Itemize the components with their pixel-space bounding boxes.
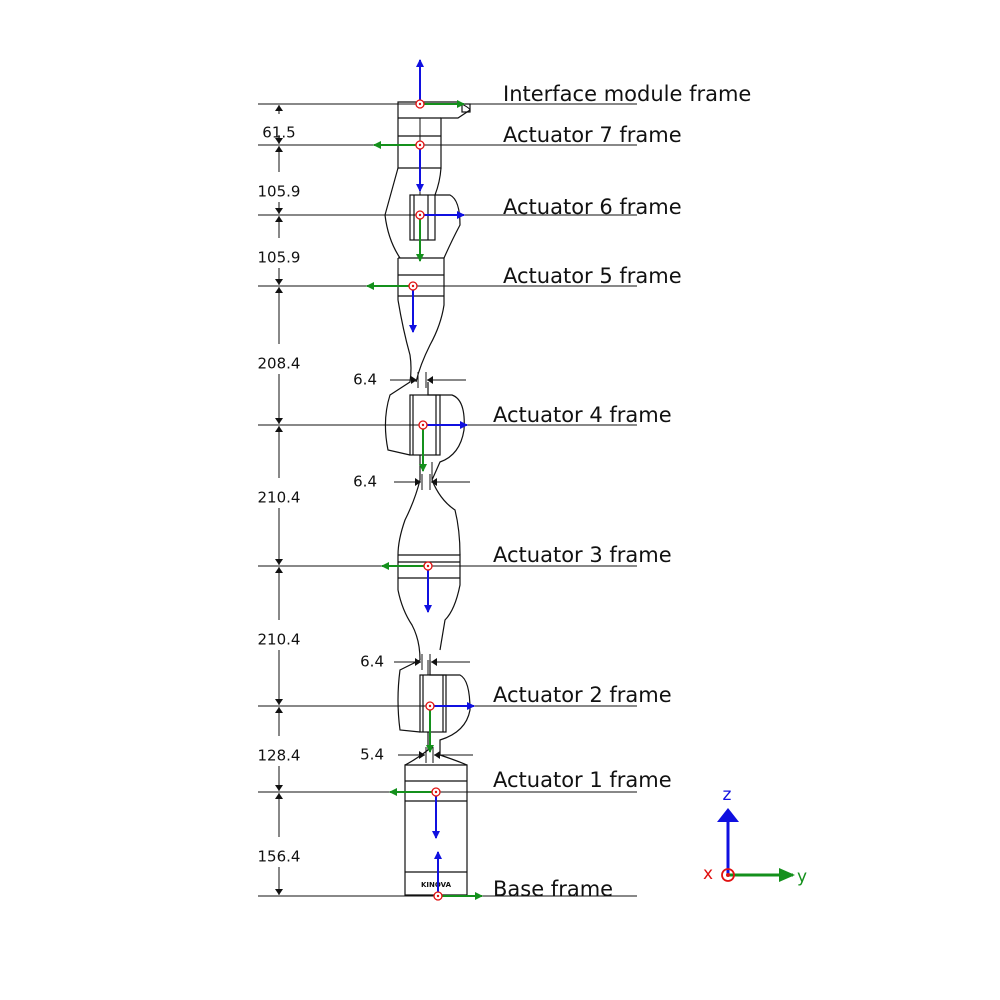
axis-legend: z x y [703,785,807,887]
height-value: 208.4 [258,355,301,373]
frame-label: Actuator 4 frame [493,403,672,427]
frame-label: Actuator 3 frame [493,543,672,567]
height-dimension: 156.4 [258,793,301,895]
actuator-2-housing [419,674,447,733]
offset-dimension: 5.4 [360,746,473,764]
frame-label: Base frame [493,877,613,901]
height-value: 105.9 [258,249,301,267]
height-dimension: 105.9 [258,216,301,285]
height-value: 128.4 [258,747,301,765]
link-4-3-right [431,479,461,556]
frame-3: Actuator 6 frame [258,195,682,262]
robot-arm-outline: KINOVA [384,101,471,896]
legend-z-label: z [723,785,732,805]
frame-6: Actuator 3 frame [258,543,672,613]
frame-label: Actuator 7 frame [503,123,682,147]
legend-y-label: y [797,867,807,887]
offset-value: 5.4 [360,746,384,764]
actuator-7-housing [397,101,471,169]
link-7-6-left [384,167,401,259]
height-dimension: 128.4 [258,707,301,791]
actuator-6-housing [409,194,436,241]
frame-5: Actuator 4 frame [258,403,672,472]
link-2-1-right [439,754,468,766]
offset-value: 6.4 [353,371,377,389]
frame-9: Base frame [258,851,637,901]
frame-label: Actuator 1 frame [493,768,672,792]
link-4-3-left [397,455,421,556]
link-7-6-right [434,167,461,259]
frame-8: Actuator 1 frame [258,768,672,839]
legend-x-circle-icon [721,868,735,882]
offset-value: 6.4 [360,653,384,671]
offsets-layer: 6.4 6.4 6.4 5.4 [353,371,473,764]
height-dimension: 105.9 [258,146,301,214]
link-3-2 [397,589,421,733]
frame-7: Actuator 2 frame [258,683,672,753]
height-value: 61.5 [262,124,295,142]
actuator-5-housing [398,257,445,383]
frame-label: Actuator 2 frame [493,683,672,707]
kinova-logo: KINOVA [421,881,452,889]
height-dimension: 210.4 [258,426,301,565]
offset-value: 6.4 [353,473,377,491]
frame-label: Actuator 5 frame [503,264,682,288]
offset-dimension: 6.4 [353,371,466,389]
link-5-4 [384,299,412,456]
height-value: 210.4 [258,489,301,507]
link-3-2-right [429,660,471,755]
height-value: 156.4 [258,848,301,866]
frame-4: Actuator 5 frame [258,264,682,333]
legend-x-label: x [703,864,713,884]
height-value: 210.4 [258,631,301,649]
height-dimension: 208.4 [258,287,301,424]
link-5-4-right [427,382,465,481]
offset-dimension: 6.4 [353,473,470,491]
frame-1: Interface module frame [258,59,751,109]
frame-2: Actuator 7 frame [258,123,682,192]
offset-dimension: 6.4 [360,653,470,671]
height-dimension: 210.4 [258,567,301,705]
dimensions-layer: 61.5 105.9 105.9 208.4 210.4 210.4 128.4 156.4 [258,105,301,895]
height-value: 105.9 [258,183,301,201]
height-dimension: 61.5 [262,105,296,144]
actuator-3-housing [398,554,461,651]
frame-label: Interface module frame [503,82,751,106]
frame-label: Actuator 6 frame [503,195,682,219]
link-2-1-left [404,732,429,766]
